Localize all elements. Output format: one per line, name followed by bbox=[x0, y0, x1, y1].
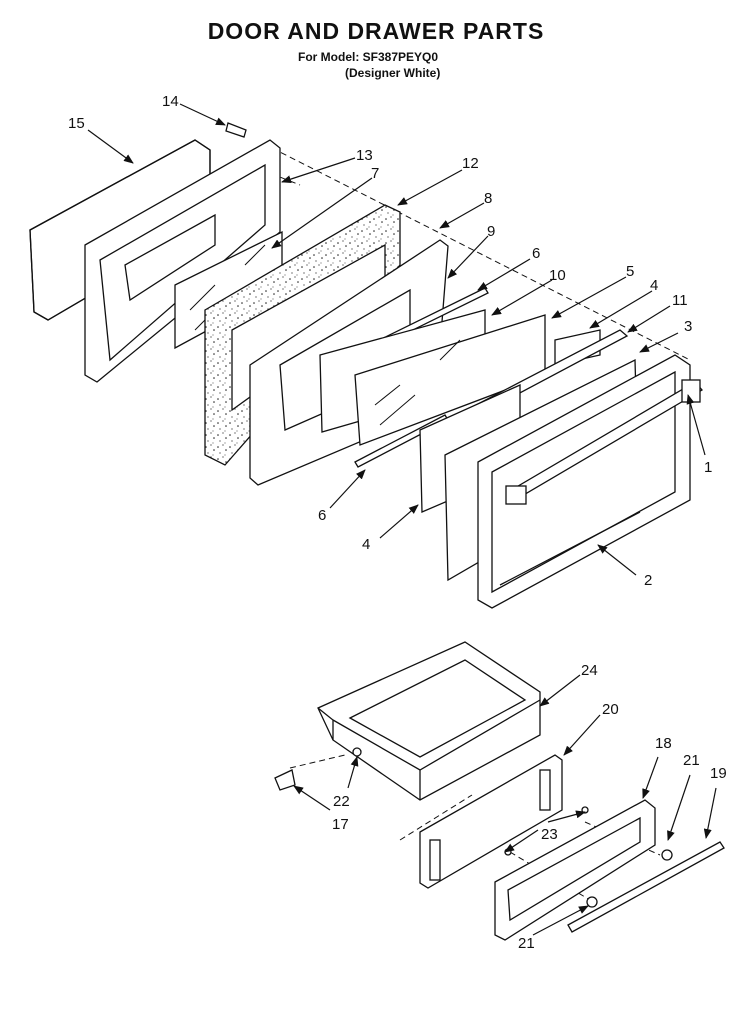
callout-1: 1 bbox=[704, 459, 712, 476]
callout-21-upper: 21 bbox=[683, 752, 700, 769]
callout-24: 24 bbox=[581, 662, 598, 679]
callout-8: 8 bbox=[484, 190, 492, 207]
callout-9: 9 bbox=[487, 223, 495, 240]
callout-13: 13 bbox=[356, 147, 373, 164]
drawer-trim bbox=[567, 841, 725, 933]
callout-18: 18 bbox=[655, 735, 672, 752]
callout-20: 20 bbox=[602, 701, 619, 718]
door-handle bbox=[505, 379, 704, 505]
callout-arrows bbox=[87, 103, 717, 936]
callout-4-upper: 4 bbox=[650, 277, 658, 294]
callout-12: 12 bbox=[462, 155, 479, 172]
color-line: (Designer White) bbox=[345, 66, 441, 80]
callout-21-lower: 21 bbox=[518, 935, 535, 952]
drawer-front-panel bbox=[419, 754, 563, 889]
callout-2: 2 bbox=[644, 572, 652, 589]
callout-17: 17 bbox=[332, 816, 349, 833]
door-screw bbox=[225, 122, 247, 138]
callout-14: 14 bbox=[162, 93, 179, 110]
callout-22: 22 bbox=[333, 793, 350, 810]
callout-10: 10 bbox=[549, 267, 566, 284]
callout-3: 3 bbox=[684, 318, 692, 335]
callout-11: 11 bbox=[672, 292, 688, 309]
callout-6-upper: 6 bbox=[532, 245, 540, 262]
callout-23: 23 bbox=[541, 826, 558, 843]
callout-6-lower: 6 bbox=[318, 507, 326, 524]
callout-19: 19 bbox=[710, 765, 727, 782]
drawer-outer-panel bbox=[494, 799, 656, 941]
model-line: For Model: SF387PEYQ0 bbox=[298, 50, 439, 64]
callout-15: 15 bbox=[68, 115, 85, 132]
callout-5: 5 bbox=[626, 263, 634, 280]
diagram-title: DOOR AND DRAWER PARTS bbox=[207, 18, 545, 44]
inner-door-panel bbox=[84, 139, 281, 383]
callout-7: 7 bbox=[371, 165, 379, 182]
door-alignment-lines bbox=[261, 147, 691, 361]
callout-4-lower: 4 bbox=[362, 536, 370, 553]
callout-numbers: 14 15 13 7 12 8 9 6 10 5 4 11 3 1 2 6 4 … bbox=[68, 93, 727, 952]
drawer-body bbox=[317, 641, 541, 801]
